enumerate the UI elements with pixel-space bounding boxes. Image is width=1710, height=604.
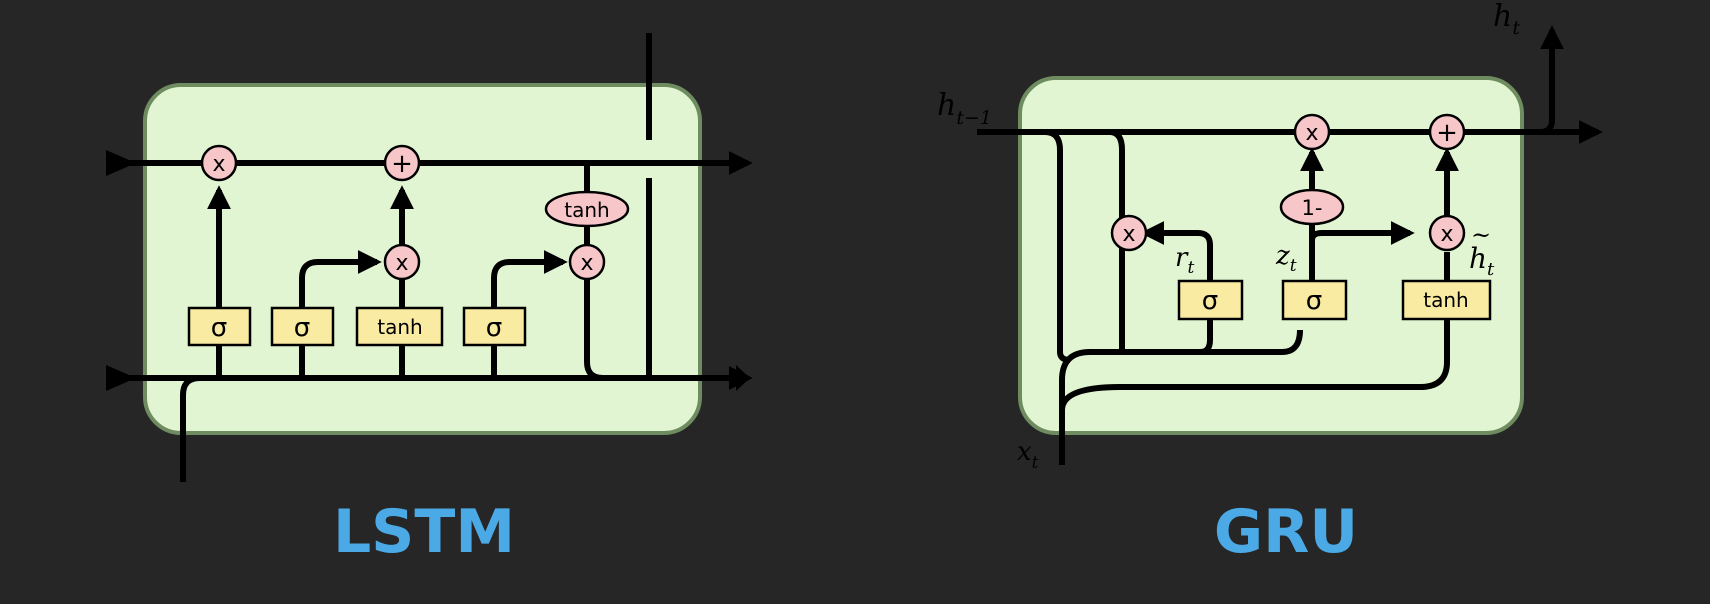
gru-op-mult-cand: x [1428, 214, 1466, 252]
lstm-diagram: x + x x tanh σ σ tanh [106, 33, 753, 482]
gru-op-mult-cand-label: x [1440, 222, 1453, 247]
gru-xt-to-z [1059, 329, 1303, 465]
lstm-gate-candidate: tanh [355, 306, 444, 347]
lstm-op-mult1-label: x [212, 152, 225, 177]
lstm-gate-forget-label: σ [211, 313, 227, 343]
gru-op-mult-reset-label: x [1122, 222, 1135, 247]
gru-op-one-minus: 1- [1279, 188, 1345, 226]
gru-label-x: xt [1017, 437, 1039, 473]
lstm-gate-candidate-label: tanh [377, 315, 422, 339]
lstm-gate-output-label: σ [486, 313, 502, 343]
lstm-input-gate-line [299, 250, 382, 378]
gru-cell-box [1018, 76, 1524, 435]
lstm-hidden-out-arrow [736, 365, 750, 391]
gru-wires [977, 25, 1603, 465]
gru-label-h-tilde: ht [1469, 242, 1495, 280]
lstm-op-mult2: x [383, 243, 421, 281]
lstm-gate-input-label: σ [294, 313, 310, 343]
lstm-op-mult3-label: x [580, 251, 593, 276]
gru-gate-update-label: σ [1306, 286, 1322, 316]
lstm-cell-tanh: tanh [544, 190, 630, 228]
gru-label-h-out: ht [1493, 0, 1520, 39]
lstm-gate-forget: σ [187, 306, 252, 347]
lstm-input-line [180, 375, 201, 482]
lstm-op-mult2-label: x [395, 251, 408, 276]
lstm-gate-input: σ [270, 306, 335, 347]
gru-op-add-top-label: + [1436, 118, 1458, 148]
gru-label-z: zt [1275, 241, 1297, 276]
gru-label-r: rt [1175, 243, 1194, 278]
lstm-cell-in-arrow [106, 150, 136, 176]
lstm-output-gate-line [491, 250, 568, 378]
gru-xt-to-tanh [1059, 320, 1450, 411]
gru-op-mult-top: x [1293, 113, 1331, 151]
gru-xt-to-r [1199, 320, 1213, 355]
gru-gate-candidate: tanh [1401, 279, 1492, 321]
gru-op-one-minus-label: 1- [1302, 196, 1323, 220]
gru-op-add-top: + [1428, 113, 1466, 151]
lstm-op-add-label: + [391, 149, 413, 179]
gru-r-to-mult [1140, 221, 1213, 280]
lstm-op-add: + [383, 144, 421, 182]
lstm-op-mult3: x [568, 243, 606, 281]
lstm-caption: LSTM [332, 497, 516, 567]
gru-op-mult-reset: x [1110, 214, 1148, 252]
lstm-op-mult1: x [200, 144, 238, 182]
gru-caption: GRU [1213, 497, 1359, 567]
gru-label-h-tilde-accent: ~ [1471, 221, 1491, 249]
gru-gate-candidate-label: tanh [1423, 288, 1468, 312]
gru-hprev-to-reset-mult [1109, 129, 1125, 222]
gru-diagram: x + 1- x x σ σ tanh [937, 0, 1603, 473]
gru-gate-update: σ [1281, 279, 1348, 321]
gru-gate-reset: σ [1177, 279, 1244, 321]
lstm-gate-output: σ [462, 306, 527, 347]
gru-label-h-prev: ht−1 [937, 88, 992, 129]
gru-z-to-cand-mult [1309, 221, 1415, 245]
gru-gate-reset-label: σ [1202, 286, 1218, 316]
lstm-hidden-in-arrow [106, 365, 136, 391]
lstm-output-line [584, 280, 753, 390]
lstm-cell-tanh-label: tanh [564, 198, 609, 222]
gru-op-mult-top-label: x [1305, 121, 1318, 146]
